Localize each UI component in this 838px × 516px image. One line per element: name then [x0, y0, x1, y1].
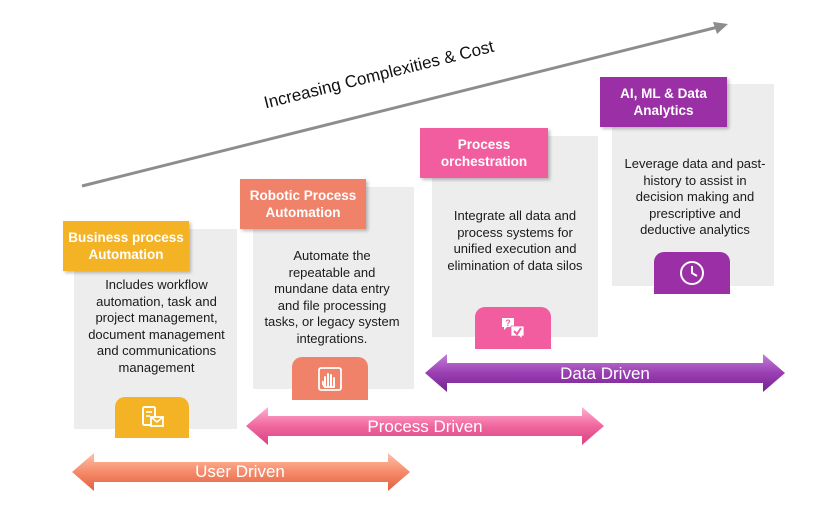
hand-touch-icon	[316, 365, 344, 393]
clock-icon	[678, 259, 706, 287]
stage-icon-robotic-process	[292, 357, 368, 400]
stage-description-ai-ml: Leverage data and past-history to assist…	[624, 156, 766, 237]
stage-icon-business-process	[115, 397, 189, 438]
stage-title-robotic-process: Robotic Process Automation	[240, 179, 366, 229]
stage-description-business-process: Includes workflow automation, task and p…	[88, 277, 225, 375]
stage-icon-process-orchestration: ?	[475, 307, 551, 349]
process-driven-label: Process Driven	[367, 417, 483, 436]
document-mail-icon	[138, 404, 166, 432]
svg-text:?: ?	[505, 318, 511, 328]
stage-title-process-orchestration: Process orchestration	[420, 128, 548, 178]
stage-icon-ai-ml	[654, 252, 730, 294]
user-driven-label: User Driven	[195, 462, 285, 481]
chat-check-icon: ?	[499, 314, 527, 342]
stage-description-process-orchestration: Integrate all data and process systems f…	[447, 208, 583, 273]
stage-title-ai-ml: AI, ML & Data Analytics	[600, 77, 727, 127]
data-driven-arrow	[425, 354, 785, 392]
stage-title-business-process: Business process Automation	[63, 221, 189, 271]
data-driven-label: Data Driven	[560, 364, 650, 383]
process-driven-arrow	[246, 407, 604, 445]
stage-description-robotic-process: Automate the repeatable and mundane data…	[264, 248, 400, 346]
user-driven-arrow	[72, 453, 410, 491]
